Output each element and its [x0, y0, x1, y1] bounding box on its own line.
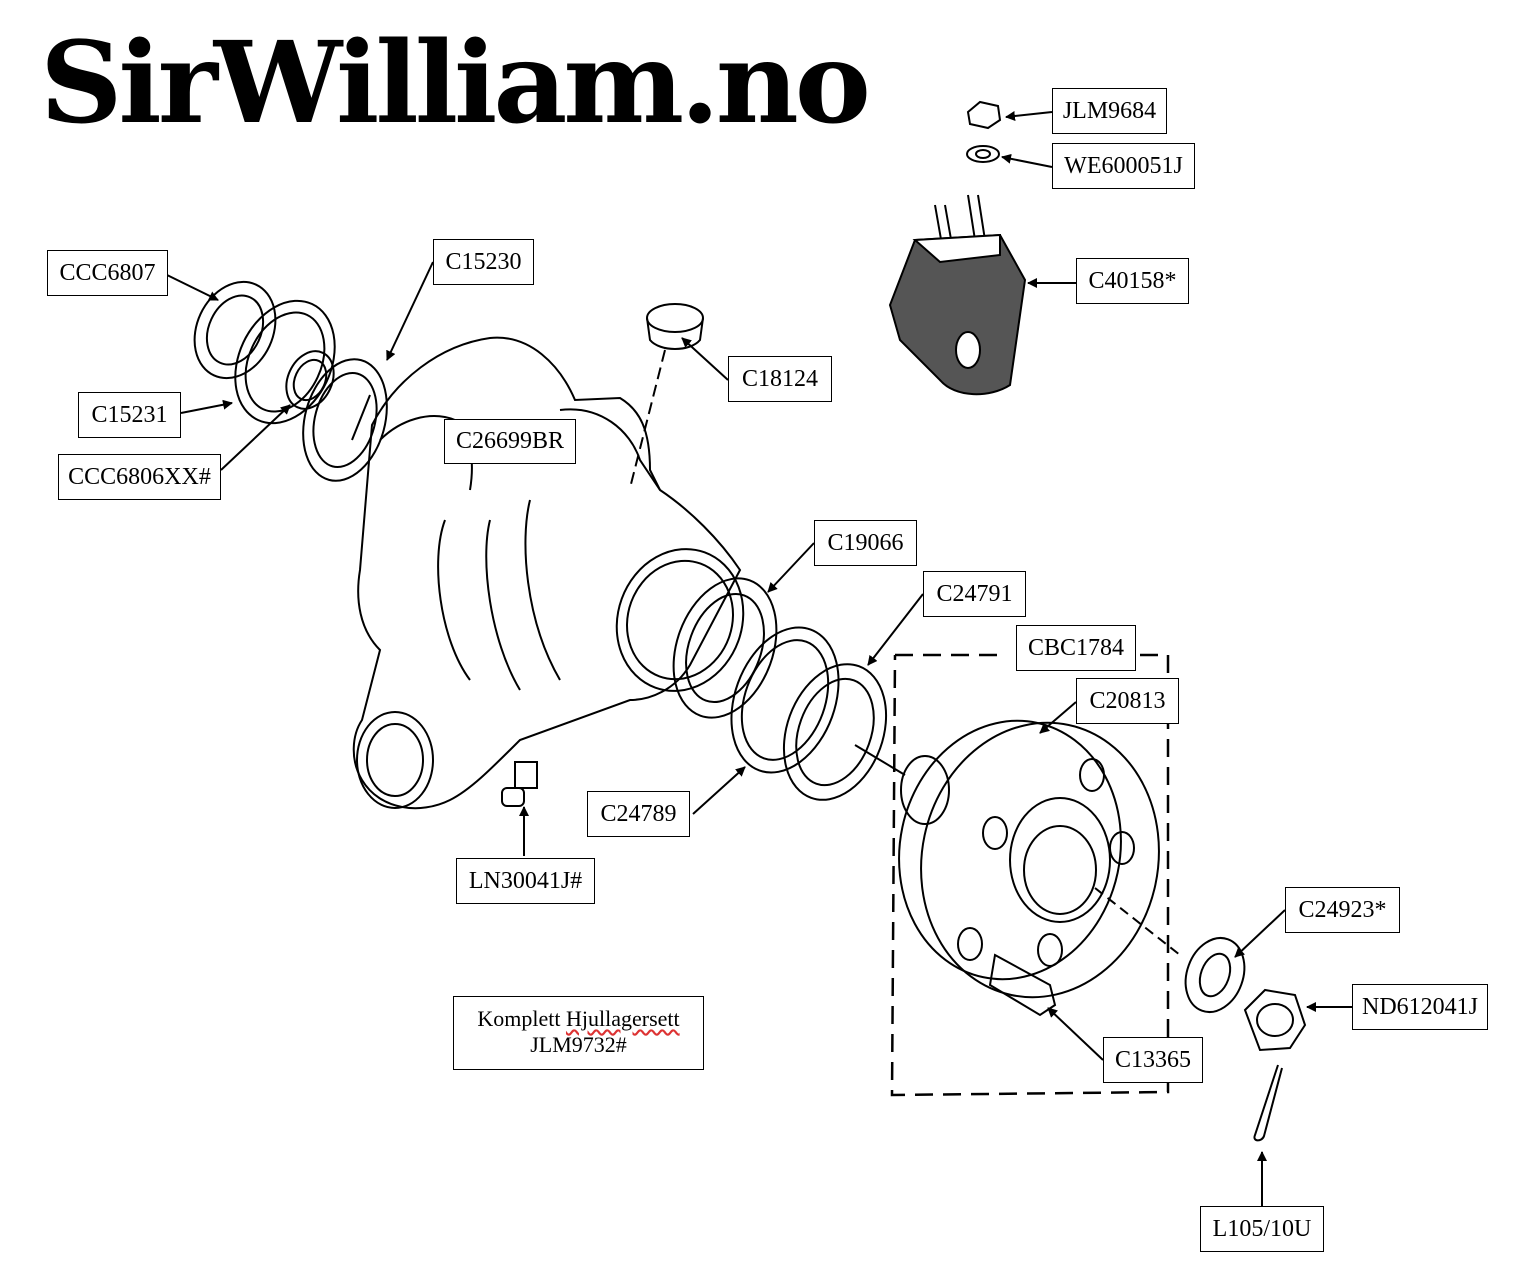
leader-lines [166, 111, 1352, 1206]
label-c24791: C24791 [923, 571, 1026, 617]
label-cbc1784: CBC1784 [1016, 625, 1136, 671]
label-c13365: C13365 [1103, 1037, 1203, 1083]
steering-bracket-part [888, 100, 1027, 396]
label-c24923: C24923* [1285, 887, 1400, 933]
label-we600051j: WE600051J [1052, 143, 1195, 189]
complete-kit-note: Komplett Hjullagersett JLM9732# [453, 996, 704, 1070]
label-c24789: C24789 [587, 791, 690, 837]
grease-cap-part [629, 303, 704, 489]
label-c15231: C15231 [78, 392, 181, 438]
kit-line1-word: Hjullagersett [565, 1006, 680, 1031]
front-bearing-parts [672, 577, 888, 801]
label-ln30041j: LN30041J# [456, 858, 595, 904]
rear-seal-parts [193, 280, 336, 425]
kit-line1-prefix: Komplett [477, 1006, 566, 1031]
label-ccc6807: CCC6807 [47, 250, 168, 296]
kit-part-number: JLM9732# [530, 1032, 627, 1057]
label-c40158: C40158* [1076, 258, 1189, 304]
label-c19066: C19066 [814, 520, 917, 566]
label-c18124: C18124 [728, 356, 832, 402]
label-c26699br: C26699BR [444, 419, 576, 464]
label-nd612041j: ND612041J [1352, 984, 1488, 1030]
site-logo: SirWilliam.no [40, 18, 871, 149]
hub-flange-part [854, 719, 1181, 1017]
label-ccc6806xx: CCC6806XX# [58, 454, 221, 500]
kit-boundary [890, 653, 1170, 1097]
label-jlm9684: JLM9684 [1052, 88, 1167, 134]
grease-nipple-part [501, 761, 538, 807]
label-l105-10u: L105/10U [1200, 1206, 1324, 1252]
label-c20813: C20813 [1076, 678, 1179, 724]
hardware-parts [1184, 937, 1307, 1142]
label-c15230: C15230 [433, 239, 534, 285]
hub-carrier-part [302, 336, 745, 810]
